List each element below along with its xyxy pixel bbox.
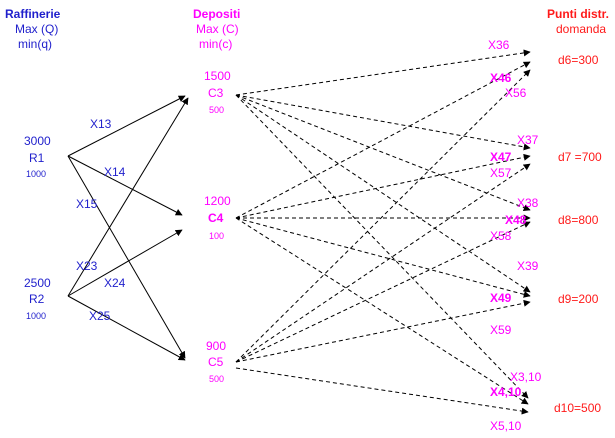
arrow-c3-d8 (235, 94, 531, 211)
demand-d6: d6=300 (558, 53, 599, 67)
depots-header: Depositi Max (C) min(c) (193, 7, 240, 51)
refinery-name: R2 (29, 292, 45, 306)
demand-d9: d9=200 (558, 292, 599, 306)
depot-arrows (235, 49, 531, 415)
depots-min-label: min(c) (199, 37, 232, 51)
refinery-max: 2500 (24, 276, 51, 290)
depot-max: 1200 (204, 194, 231, 208)
flow-label-x37: X37 (517, 133, 539, 147)
refinery-max: 3000 (24, 134, 51, 148)
flow-label-x36: X36 (488, 38, 510, 52)
flow-label-x57: X57 (490, 166, 512, 180)
demand-points: d6=300 d7 =700 d8=800 d9=200 d10=500 (554, 53, 602, 415)
flow-label-x38: X38 (517, 196, 539, 210)
arrow-r1-c4 (67, 155, 183, 216)
arrow-c3-d7 (235, 94, 531, 151)
arrow-r1-c3 (67, 95, 186, 157)
arrow-c5-d6 (235, 69, 531, 363)
arrow-c5-d8 (235, 221, 531, 363)
flow-label-x23: X23 (76, 259, 98, 273)
depot-flow-labels: X36 X46 X56 X37 X47 X57 X38 X48 X58 X39 … (488, 38, 542, 433)
depot-max: 1500 (204, 69, 231, 83)
refineries-header: Raffinerie Max (Q) min(q) (5, 7, 61, 51)
refinery-arrows (67, 95, 189, 361)
flow-label-x47: X47 (490, 150, 512, 164)
refinery-r1: 3000 R1 1000 (24, 134, 51, 179)
arrow-c4-d10 (235, 217, 529, 405)
depots-title: Depositi (193, 7, 240, 21)
flow-label-x24: X24 (104, 276, 126, 290)
depot-max: 900 (206, 339, 226, 353)
flow-label-x4-10: X4,10 (490, 385, 522, 399)
depot-min: 500 (209, 105, 224, 115)
demand-d7: d7 =700 (558, 150, 602, 164)
depot-name: C5 (208, 355, 224, 369)
flow-label-x5-10: X5,10 (490, 419, 522, 433)
refinery-flow-labels: X13 X14 X15 X23 X24 X25 (76, 117, 126, 323)
depot-c3: 1500 C3 500 (204, 69, 231, 115)
arrow-c4-d9 (235, 217, 531, 298)
arrow-r2-c3 (67, 97, 189, 297)
flow-label-x49: X49 (490, 291, 512, 305)
flow-label-x46: X46 (490, 71, 512, 85)
depot-min: 100 (209, 231, 224, 241)
flow-label-x13: X13 (90, 117, 112, 131)
depot-c5: 900 C5 500 (206, 339, 226, 384)
refineries-min-label: min(q) (18, 37, 52, 51)
flow-label-x15: X15 (76, 197, 98, 211)
flow-label-x59: X59 (490, 323, 512, 337)
refinery-name: R1 (29, 151, 45, 165)
demand-title: Punti distr. (547, 7, 609, 21)
refinery-min: 1000 (26, 311, 46, 321)
arrow-c5-d10 (235, 367, 529, 415)
arrow-c3-d9 (235, 94, 531, 293)
arrow-c5-d9 (235, 299, 531, 363)
refineries-title: Raffinerie (5, 7, 61, 21)
arrow-r1-c5 (67, 155, 186, 359)
depot-c4: 1200 C4 100 (204, 194, 231, 241)
flow-label-x58: X58 (490, 229, 512, 243)
demand-d10: d10=500 (554, 401, 601, 415)
refinery-r2: 2500 R2 1000 (24, 276, 51, 321)
arrow-c4-d7 (235, 153, 531, 219)
flow-label-x48: X48 (505, 213, 527, 227)
flow-label-x56: X56 (505, 86, 527, 100)
flow-label-x3-10: X3,10 (510, 370, 542, 384)
flow-label-x14: X14 (104, 165, 126, 179)
flow-label-x25: X25 (89, 309, 111, 323)
depot-name: C3 (208, 86, 224, 100)
refinery-min: 1000 (26, 169, 46, 179)
arrow-c5-d7 (235, 163, 531, 363)
arrow-r2-c5 (67, 295, 186, 361)
demand-label: domanda (556, 22, 606, 36)
arrow-c3-d10 (235, 94, 529, 399)
arrow-r2-c4 (67, 229, 183, 297)
depot-min: 500 (209, 374, 224, 384)
refineries-max-label: Max (Q) (15, 22, 58, 36)
flow-label-x39: X39 (517, 259, 539, 273)
demand-header: Punti distr. domanda (547, 7, 609, 36)
demand-d8: d8=800 (558, 213, 599, 227)
depots-max-label: Max (C) (196, 22, 239, 36)
depot-name: C4 (208, 211, 224, 225)
arrow-c3-d6 (235, 49, 531, 96)
